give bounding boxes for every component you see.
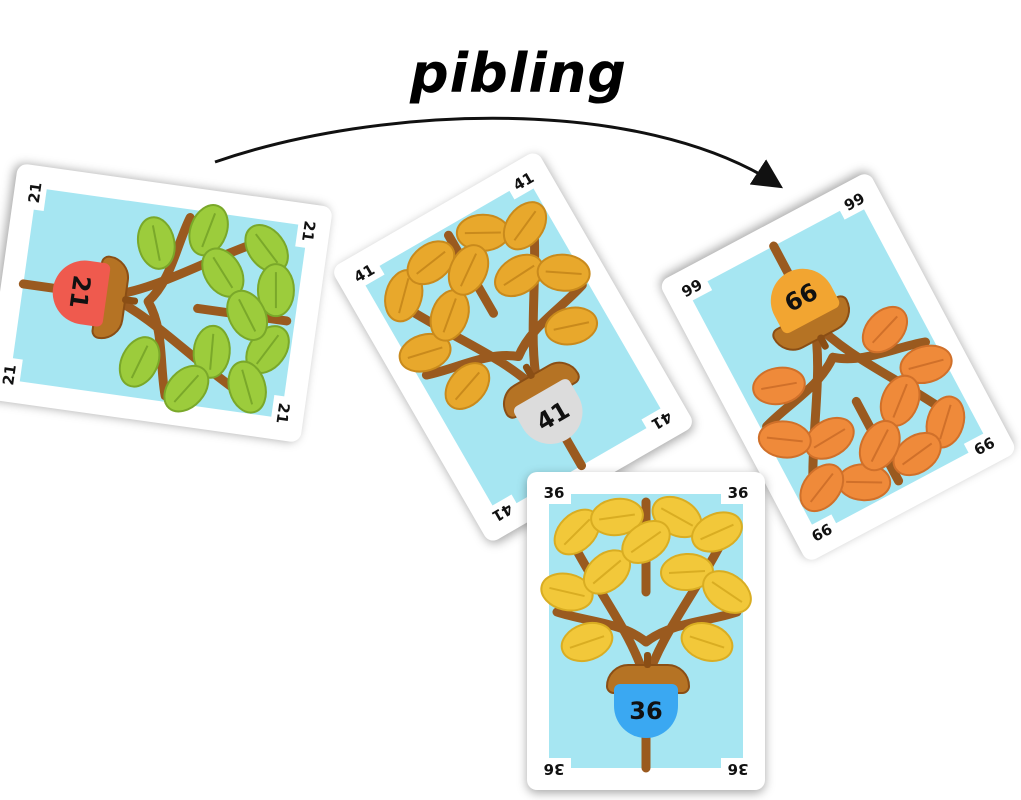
card-99-art — [688, 200, 988, 534]
card-41-art — [360, 179, 666, 515]
card-36-corner-top-right: 36 — [721, 482, 755, 504]
card-41[interactable]: 41 41 41 41 41 — [330, 149, 696, 545]
card-36-corner-top-left: 36 — [537, 482, 571, 504]
card-36[interactable]: 36 36 36 36 36 — [527, 472, 765, 790]
card-21-corner-top-left: 21 — [295, 212, 322, 250]
card-21-art — [9, 187, 309, 419]
card-36-art — [540, 494, 752, 773]
relation-label: pibling — [410, 42, 627, 105]
card-21[interactable]: 21 21 21 21 21 — [0, 163, 334, 443]
card-36-corner-bottom-right: 36 — [721, 758, 755, 780]
card-36-corner-bottom-left: 36 — [537, 758, 571, 780]
card-21-corner-top-right: 21 — [269, 394, 297, 432]
acorn-36: 36 — [614, 684, 678, 738]
card-21-corner-bottom-left: 21 — [21, 174, 49, 212]
card-99[interactable]: 99 99 99 99 99 — [658, 170, 1018, 564]
